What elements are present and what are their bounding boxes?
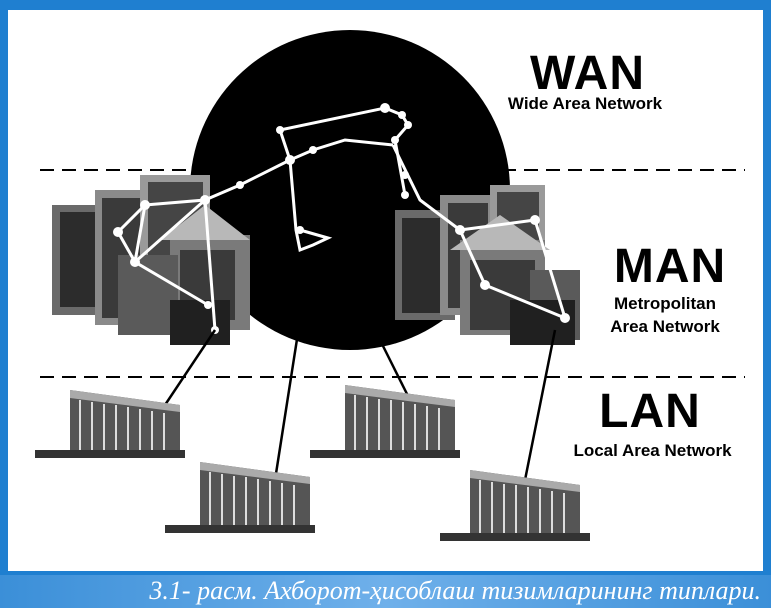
figure-caption: 3.1- расм. Ахборот-ҳисоблаш тизимларинин… [149, 576, 761, 605]
man-title: MAN [613, 240, 727, 293]
lan-building-1 [35, 390, 185, 458]
figure-caption-bar: 3.1- расм. Ахборот-ҳисоблаш тизимларинин… [0, 575, 771, 608]
wan-title: WAN [530, 47, 645, 100]
lan-building-3 [165, 462, 315, 533]
right-city-buildings [395, 185, 580, 345]
lan-links [153, 319, 557, 481]
lan-building-2 [310, 385, 460, 458]
lan-building-4 [440, 470, 590, 541]
man-subtitle-line2: Area Network [610, 317, 720, 336]
man-subtitle-line1: Metropolitan [614, 294, 716, 313]
wan-subtitle: Wide Area Network [507, 94, 663, 113]
network-nodes [113, 103, 570, 334]
lan-subtitle: Local Area Network [573, 441, 732, 460]
lan-title: LAN [599, 385, 701, 438]
